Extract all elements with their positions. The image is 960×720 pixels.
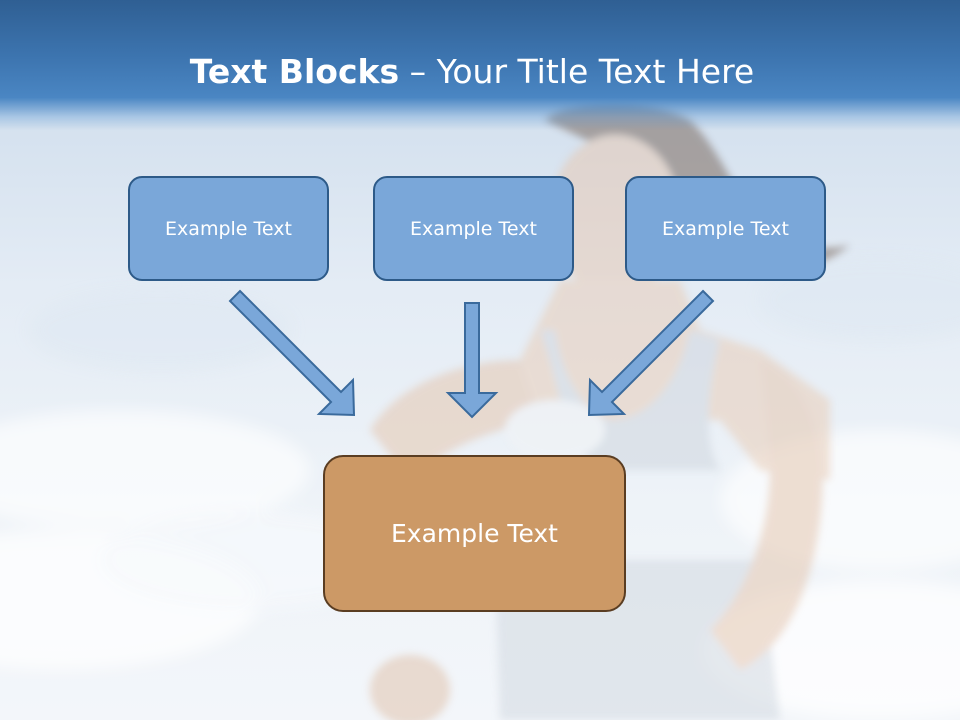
- text-block-center-label: Example Text: [410, 217, 537, 240]
- title-bold: Text Blocks: [189, 52, 400, 91]
- title-separator: –: [409, 52, 427, 91]
- text-block-left[interactable]: Example Text: [128, 176, 329, 281]
- text-block-left-label: Example Text: [165, 217, 292, 240]
- arrow-left-to-bottom: [228, 289, 356, 417]
- text-block-bottom-label: Example Text: [391, 519, 558, 548]
- title-band: [0, 0, 960, 130]
- text-block-right[interactable]: Example Text: [625, 176, 826, 281]
- slide-title: Text Blocks – Your Title Text Here: [0, 52, 944, 91]
- text-block-right-label: Example Text: [662, 217, 789, 240]
- title-rest: Your Title Text Here: [436, 52, 755, 91]
- arrow-right-to-bottom: [587, 289, 715, 417]
- text-block-bottom[interactable]: Example Text: [323, 455, 626, 612]
- text-block-center[interactable]: Example Text: [373, 176, 574, 281]
- arrow-center-to-bottom: [445, 302, 499, 419]
